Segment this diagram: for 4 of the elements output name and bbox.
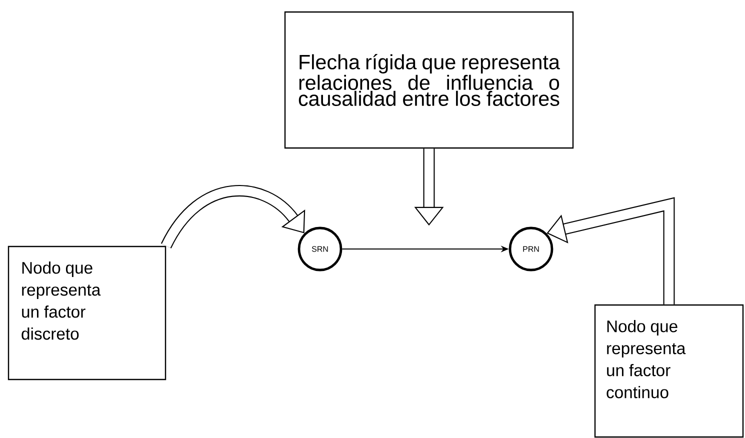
text-box: Nodo que representa un factor discreto bbox=[8, 246, 166, 380]
text-box: Flecha rígida que representa relaciones de influencia o causalidad entre los factores bbox=[284, 11, 574, 149]
text-box: Nodo que representa un factor continuo bbox=[594, 304, 744, 438]
block-arrow bbox=[161, 185, 306, 249]
